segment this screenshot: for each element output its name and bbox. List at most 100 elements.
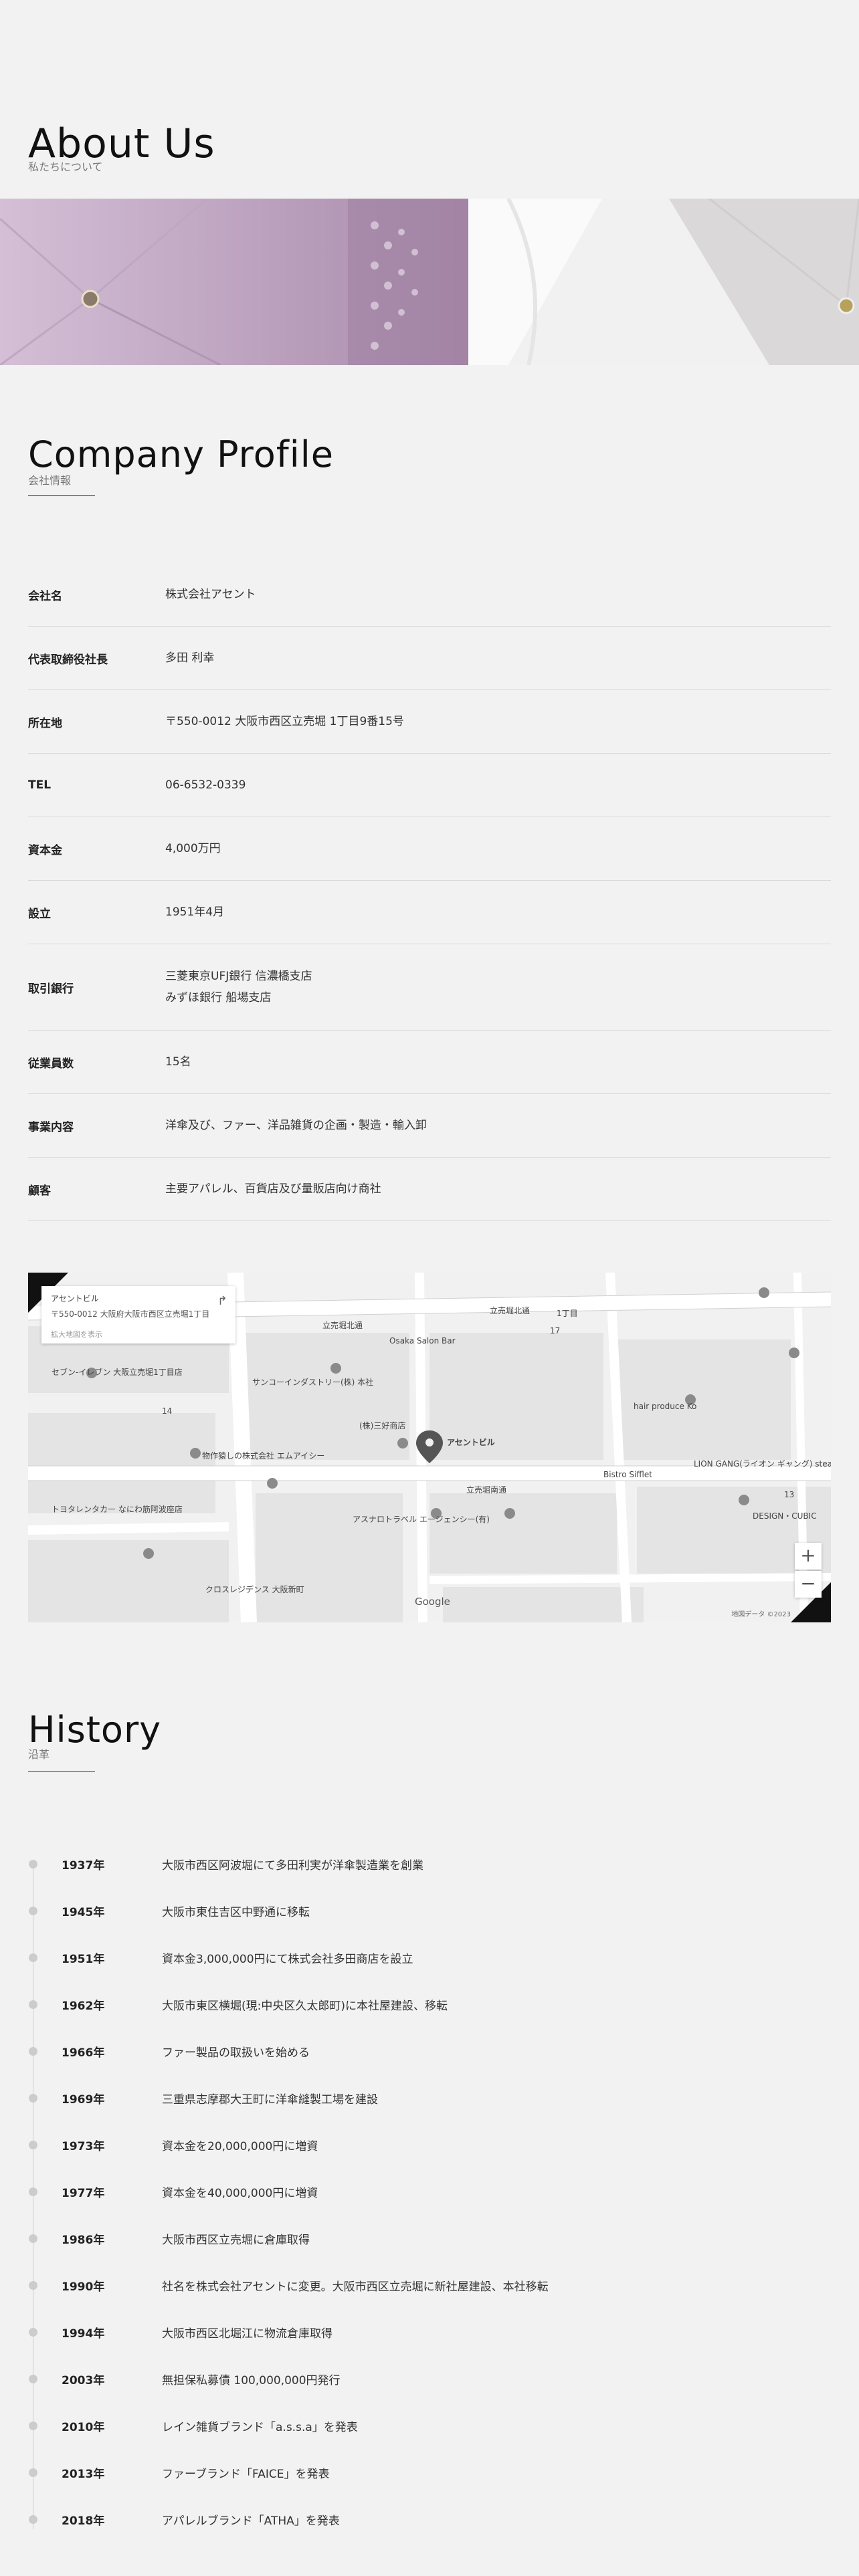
company-profile-table: 会社名 株式会社アセント 代表取締役社長 多田 利幸 所在地 〒550-0012… [28, 563, 831, 1221]
history-event: 三重県志摩郡大王町に洋傘縫製工場を建設 [162, 2092, 378, 2107]
zoom-out-button[interactable]: − [795, 1571, 822, 1598]
map-info-card: アセントビル 〒550-0012 大阪府大阪市西区立売堀1丁目 拡大地図を表示 … [41, 1286, 235, 1344]
history-event: 大阪市東区横堀(現:中央区久太郎町)に本社屋建設、移転 [162, 1999, 448, 2013]
profile-value: 06-6532-0339 [165, 778, 246, 792]
timeline-dot [29, 2000, 37, 2009]
history-event: 大阪市西区阿波堀にて多田利実が洋傘製造業を創業 [162, 1858, 423, 1872]
map-poi-label: (株)三好商店 [359, 1421, 406, 1430]
timeline-dot [29, 2140, 37, 2149]
map-street-number: 1丁目 [557, 1309, 578, 1318]
umbrella-illustration [0, 199, 859, 365]
map-poi-label: 物作猿しの株式会社 エムアイシー [202, 1451, 325, 1461]
profile-value: 多田 利幸 [165, 651, 215, 665]
profile-label: 顧客 [28, 1184, 51, 1198]
profile-value: 15名 [165, 1055, 191, 1069]
profile-label: 会社名 [28, 589, 62, 603]
history-row: 1973年資本金を20,000,000円に増資 [28, 2121, 831, 2168]
history-year: 2013年 [62, 2467, 105, 2481]
history-row: 1937年 大阪市西区阿波堀にて多田利実が洋傘製造業を創業 [28, 1840, 831, 1887]
history-row: 1951年資本金3,000,000円にて株式会社多田商店を設立 [28, 1934, 831, 1981]
section-title-history: History [28, 1709, 162, 1751]
history-year: 1966年 [62, 2046, 105, 2060]
map-poi-label: セブン-イレブン 大阪立売堀1丁目店 [52, 1368, 183, 1377]
profile-row: TEL 06-6532-0339 [28, 754, 831, 817]
profile-row: 所在地 〒550-0012 大阪市西区立売堀 1丁目9番15号 [28, 690, 831, 754]
history-year: 1986年 [62, 2233, 105, 2247]
history-event: ファーブランド「FAICE」を発表 [162, 2467, 330, 2481]
profile-label: 所在地 [28, 716, 62, 730]
map-poi-label: トヨタレンタカー なにわ筋阿波座店 [52, 1505, 183, 1514]
hero-umbrella-image [0, 199, 859, 365]
history-row: 1969年 三重県志摩郡大王町に洋傘縫製工場を建設 [28, 2074, 831, 2121]
history-year: 1973年 [62, 2139, 105, 2153]
history-row: 1945年 大阪市東住吉区中野通に移転 [28, 1887, 831, 1934]
view-larger-map-link[interactable]: 拡大地図を表示 [51, 1330, 102, 1339]
timeline-dot [29, 2234, 37, 2243]
profile-row: 設立 1951年4月 [28, 881, 831, 944]
map-street-label: 立売堀北通 [322, 1321, 363, 1330]
timeline-dot [29, 2514, 37, 2524]
profile-label: 設立 [28, 907, 51, 921]
timeline-dot [29, 2187, 37, 2196]
profile-value: 4,000万円 [165, 842, 221, 855]
history-year: 1937年 [62, 1858, 105, 1872]
map-marker-label: アセントビル [447, 1438, 495, 1447]
history-timeline: 1937年 大阪市西区阿波堀にて多田利実が洋傘製造業を創業 1945年 大阪市東住吉… [28, 1840, 831, 2543]
history-event: 資本金を40,000,000円に増資 [162, 2186, 318, 2200]
directions-icon[interactable]: ↱ [217, 1294, 227, 1308]
profile-label: 代表取締役社長 [28, 653, 108, 667]
profile-label: 取引銀行 [28, 982, 74, 996]
profile-label: TEL [28, 778, 52, 792]
history-year: 2018年 [62, 2514, 105, 2528]
profile-label: 事業内容 [28, 1120, 74, 1134]
bank-name: みずほ銀行 船場支店 [165, 991, 272, 1004]
map-card-title: アセントビル [51, 1294, 99, 1303]
history-row: 1990年社名を株式会社アセントに変更。大阪市西区立売堀に新社屋建設、本社移転 [28, 2262, 831, 2309]
section-subtitle-history: 沿革 [28, 1748, 50, 1761]
history-event: 大阪市東住吉区中野通に移転 [162, 1905, 310, 1919]
history-year: 2010年 [62, 2420, 105, 2434]
history-row: 2003年無担保私募債 100,000,000円発行 [28, 2355, 831, 2402]
history-row: 1962年 大阪市東区横堀(現:中央区久太郎町)に本社屋建設、移転 [28, 1981, 831, 2028]
history-row: 1977年 資本金を40,000,000円に増資 [28, 2168, 831, 2215]
timeline-dot [29, 2374, 37, 2383]
map-poi-label: Osaka Salon Bar [389, 1336, 456, 1346]
profile-row: 取引銀行 三菱東京UFJ銀行 信濃橋支店 みずほ銀行 船場支店 [28, 944, 831, 1031]
history-year: 1962年 [62, 1999, 105, 2013]
zoom-in-button[interactable]: + [795, 1543, 822, 1570]
timeline-dot [29, 1953, 37, 1962]
map-card-address: 〒550-0012 大阪府大阪市西区立売堀1丁目 [51, 1309, 210, 1319]
history-event: 無担保私募債 100,000,000円発行 [162, 2373, 341, 2387]
history-event: レイン雑貨ブランド「a.s.s.a」を発表 [162, 2420, 358, 2434]
history-event: アパレルブランド「ATHA」を発表 [162, 2514, 340, 2528]
timeline-dot [29, 2468, 37, 2477]
profile-value: 三菱東京UFJ銀行 信濃橋支店 みずほ銀行 船場支店 [165, 966, 312, 1008]
map-street-number: 13 [784, 1490, 795, 1499]
profile-value: 1951年4月 [165, 905, 225, 919]
profile-row: 事業内容 洋傘及び、ファー、洋品雑貨の企画・製造・輸入卸 [28, 1094, 831, 1158]
timeline-dot [29, 2421, 37, 2430]
profile-value: 主要アパレル、百貨店及び量販店向け商社 [165, 1182, 381, 1196]
section-divider [28, 495, 95, 496]
map-poi-label: LION GANG(ライオン ギャング) steak&wine [694, 1459, 831, 1469]
google-map[interactable]: 立売堀北通 立売堀北通 立売堀南通 Osaka Salon Bar サンコーイン… [28, 1273, 831, 1622]
map-street-number: 17 [550, 1326, 561, 1335]
history-year: 1945年 [62, 1905, 105, 1919]
bank-name: 三菱東京UFJ銀行 信濃橋支店 [165, 970, 312, 983]
profile-label: 従業員数 [28, 1057, 74, 1071]
history-row: 1994年大阪市西区北堀江に物流倉庫取得 [28, 2309, 831, 2355]
profile-value: 洋傘及び、ファー、洋品雑貨の企画・製造・輸入卸 [165, 1119, 427, 1132]
history-year: 1977年 [62, 2186, 105, 2200]
map-poi-label: hair produce Ko [634, 1402, 697, 1411]
history-row: 1966年ファー製品の取扱いを始める [28, 2028, 831, 2074]
timeline-dot [29, 2093, 37, 2103]
history-row: 2018年 アパレルブランド「ATHA」を発表 [28, 2496, 831, 2543]
map-poi-label: DESIGN・CUBIC [753, 1511, 817, 1521]
map-attribution[interactable]: 地図データ ©2023 [731, 1611, 791, 1618]
history-year: 1969年 [62, 2092, 105, 2107]
profile-row: 資本金 4,000万円 [28, 817, 831, 881]
timeline-dot [29, 2046, 37, 2056]
history-event: 大阪市西区北堀江に物流倉庫取得 [162, 2327, 332, 2341]
profile-row: 顧客 主要アパレル、百貨店及び量販店向け商社 [28, 1158, 831, 1221]
section-subtitle-company-profile: 会社情報 [28, 474, 72, 487]
